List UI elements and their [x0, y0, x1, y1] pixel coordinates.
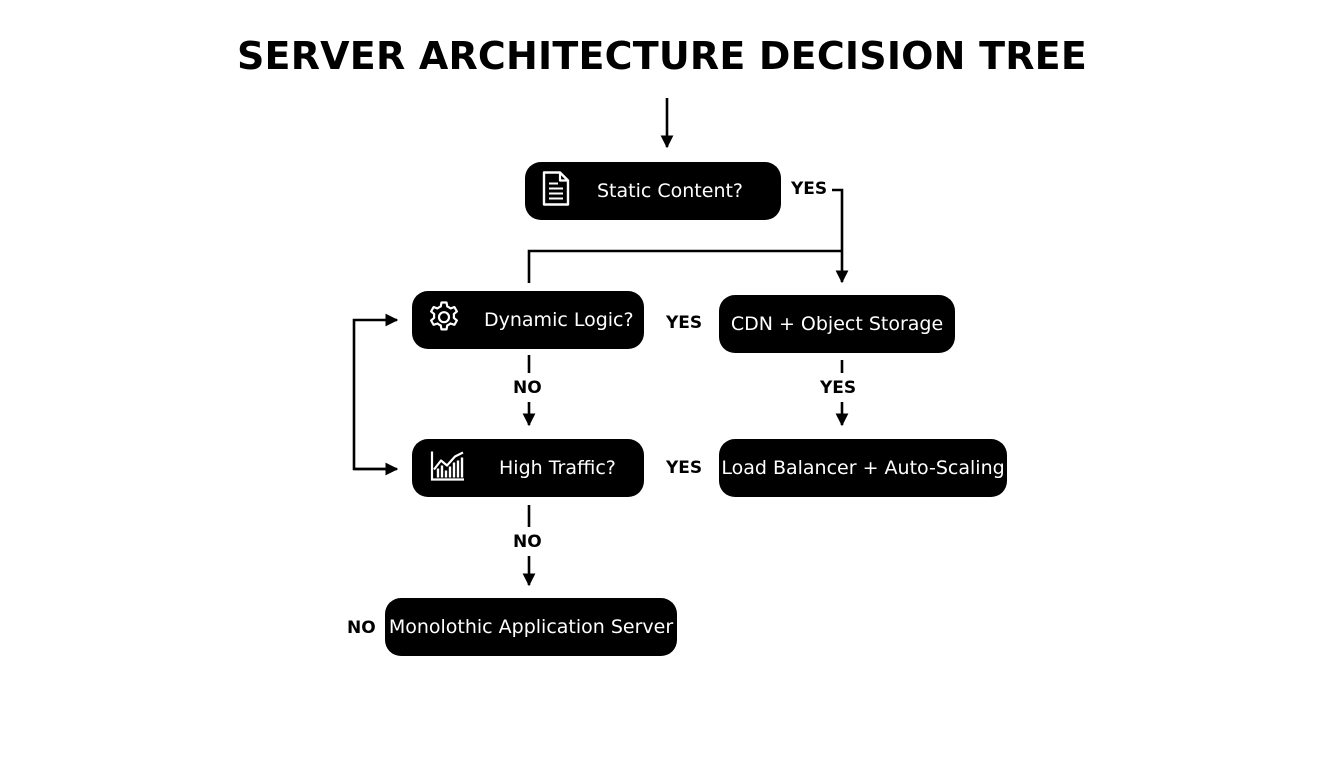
node-load-balancer-label: Load Balancer + Auto-Scaling: [721, 457, 1005, 479]
node-cdn-object-storage-label: CDN + Object Storage: [730, 313, 944, 335]
node-load-balancer: Load Balancer + Auto-Scaling: [719, 439, 1007, 497]
edge-label-dynamic-no: NO: [513, 378, 542, 398]
edge-label-cdn-yes: YES: [820, 378, 857, 398]
node-monolithic-server-label: Monolothic Application Server: [388, 616, 674, 638]
edge-static-yes-to-cdn: [832, 188, 849, 284]
edge-label-dynamic-yes: YES: [666, 313, 703, 333]
node-monolithic-server: Monolothic Application Server: [385, 598, 677, 656]
node-cdn-object-storage: CDN + Object Storage: [719, 295, 955, 353]
edge-loop-to-dynamic: [352, 313, 399, 471]
node-static-content-label: Static Content?: [597, 180, 744, 202]
chart-icon: [430, 450, 466, 487]
node-dynamic-logic: Dynamic Logic?: [412, 291, 644, 349]
edge-label-traffic-yes: YES: [666, 458, 703, 478]
node-high-traffic-label: High Traffic?: [499, 457, 616, 479]
node-static-content: Static Content?: [525, 162, 781, 220]
edge-split-line: [527, 249, 842, 283]
gear-icon: [426, 300, 462, 341]
document-icon: [541, 171, 571, 212]
edge-label-traffic-no: NO: [513, 532, 542, 552]
edge-label-static-yes: YES: [791, 179, 828, 199]
diagram-title: SERVER ARCHITECTURE DECISION TREE: [236, 34, 1087, 78]
edge-label-monolith-no: NO: [347, 618, 376, 638]
node-high-traffic: High Traffic?: [412, 439, 644, 497]
node-dynamic-logic-label: Dynamic Logic?: [484, 309, 634, 331]
